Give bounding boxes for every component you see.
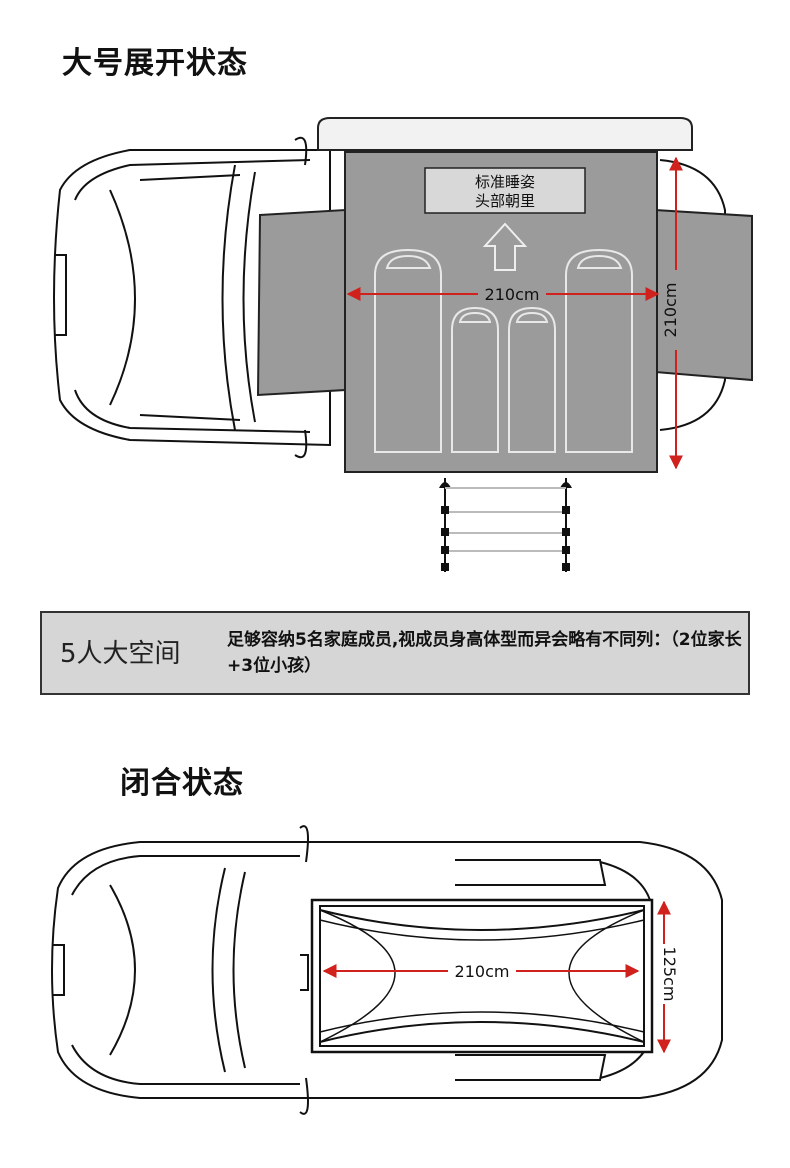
capacity-headline: 5人大空间 xyxy=(60,639,181,669)
car-top-view-open xyxy=(53,136,726,459)
sleeping-bag-child-2 xyxy=(508,306,556,453)
sleep-label-line1: 标准睡姿 xyxy=(475,173,535,191)
head-direction-arrow-icon xyxy=(482,222,528,271)
open-length-label: 210cm xyxy=(661,283,680,338)
closed-depth-label: 125cm xyxy=(660,947,679,1002)
sleeping-bag-adult-left xyxy=(374,248,442,453)
car-top-view-closed xyxy=(51,825,723,1115)
sleeping-bags xyxy=(374,248,633,453)
capacity-info-box: 5人大空间 足够容纳5名家庭成员,视成员身高体型而异会略有不同列：（2位家长+3… xyxy=(40,611,750,695)
ladder xyxy=(439,478,572,572)
tent-annex-flap xyxy=(256,208,346,397)
closed-width-label: 210cm xyxy=(455,962,510,981)
capacity-description: 足够容纳5名家庭成员,视成员身高体型而异会略有不同列：（2位家长+3位小孩） xyxy=(227,630,742,676)
sleep-label-box xyxy=(424,167,586,214)
tent-lid xyxy=(317,117,693,151)
sleeping-bag-adult-right xyxy=(565,248,633,453)
open-state-title: 大号展开状态 xyxy=(62,46,248,81)
closed-tent-shell xyxy=(310,898,654,1054)
sleep-label-line2: 头部朝里 xyxy=(475,192,535,210)
sleeping-bag-child-1 xyxy=(451,306,499,453)
closed-state-title: 闭合状态 xyxy=(120,766,244,801)
open-width-label: 210cm xyxy=(485,285,540,304)
